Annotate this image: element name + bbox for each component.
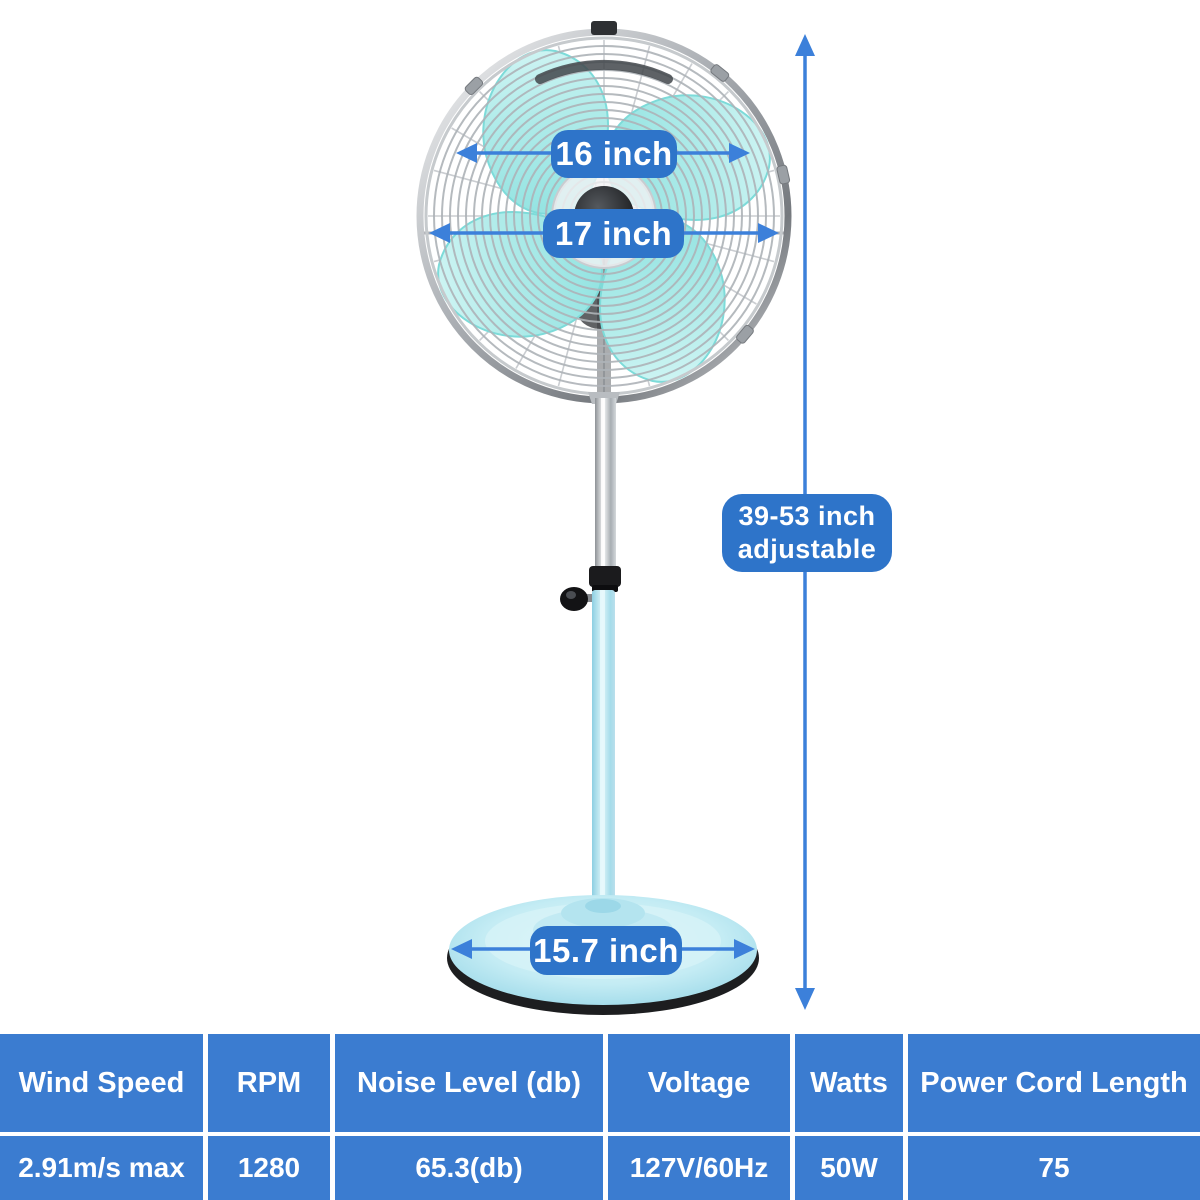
top-mount-tab — [591, 21, 617, 35]
spec-value-noise-level: 65.3(db) — [330, 1132, 603, 1200]
fan-pole — [560, 392, 621, 912]
upper-pole-chrome — [595, 398, 616, 570]
base-diameter-label: 15.7 inch — [530, 926, 682, 975]
lower-pole-highlight — [600, 590, 605, 912]
spec-value-voltage: 127V/60Hz — [603, 1132, 790, 1200]
spec-header-rpm: RPM — [203, 1030, 330, 1132]
spec-header-power-cord-length: Power Cord Length — [903, 1030, 1200, 1132]
grille-handle — [535, 59, 673, 84]
spec-value-wind-speed: 2.91m/s max — [0, 1132, 203, 1200]
tilt-knob — [560, 587, 588, 611]
spec-header-noise-level: Noise Level (db) — [330, 1030, 603, 1132]
adjustable-height-label: 39-53 inch adjustable — [722, 494, 892, 572]
height-range-text: 39-53 inch — [738, 501, 876, 531]
spec-table: Wind Speed RPM Noise Level (db) Voltage … — [0, 1030, 1200, 1200]
height-note-text: adjustable — [737, 534, 877, 564]
spec-value-rpm: 1280 — [203, 1132, 330, 1200]
grille-diameter-label: 17 inch — [543, 209, 684, 258]
spec-value-watts: 50W — [790, 1132, 903, 1200]
knob-highlight — [566, 591, 576, 599]
blade-diameter-label: 16 inch — [551, 130, 677, 178]
spec-value-power-cord-length: 75 — [903, 1132, 1200, 1200]
grille-clips — [464, 64, 791, 344]
spec-header-voltage: Voltage — [603, 1030, 790, 1132]
spec-header-watts: Watts — [790, 1030, 903, 1132]
pole-highlight — [601, 398, 605, 570]
pole-socket — [585, 899, 621, 913]
spec-header-wind-speed: Wind Speed — [0, 1030, 203, 1132]
height-adjust-collar — [589, 566, 621, 587]
